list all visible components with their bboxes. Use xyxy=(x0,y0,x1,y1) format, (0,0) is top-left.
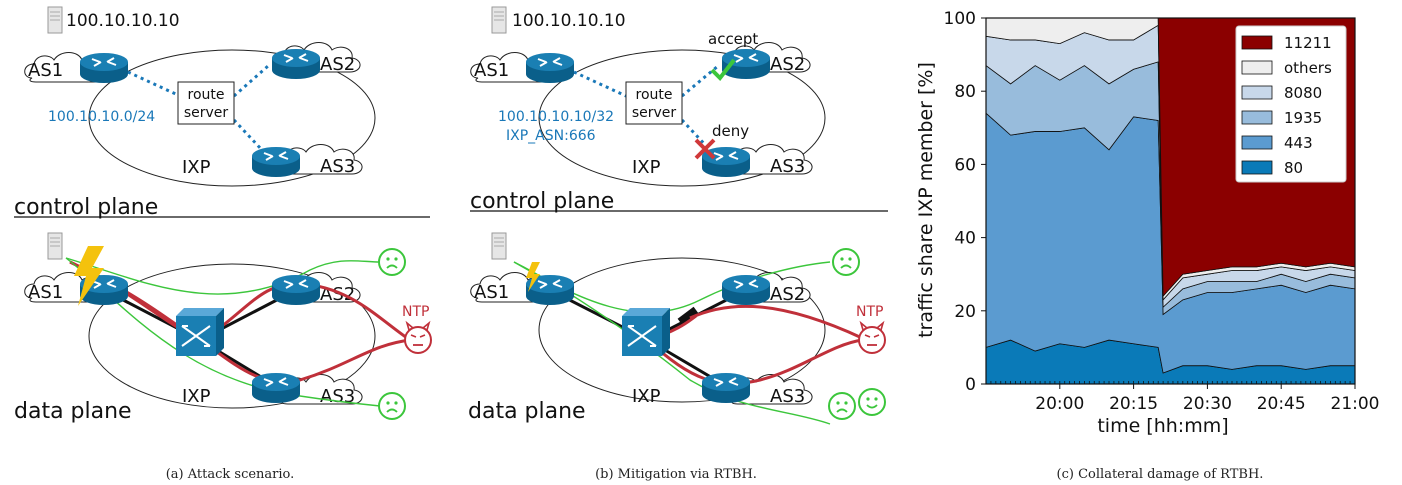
sad-face-icon xyxy=(828,392,856,420)
ixp-label: IXP xyxy=(182,157,211,178)
legend-swatch xyxy=(1241,110,1273,125)
switch-icon xyxy=(175,307,225,357)
legend-swatch xyxy=(1241,35,1273,50)
x-tick-label: 20:45 xyxy=(1257,394,1306,414)
ip-label: 100.10.10.10 xyxy=(66,11,180,31)
ip-label: 100.10.10.10 xyxy=(512,11,626,31)
community-label: IXP_ASN:666 xyxy=(506,128,596,144)
legend-label: 8080 xyxy=(1284,84,1322,102)
x-tick-label: 20:15 xyxy=(1109,394,1158,414)
as1-label: AS1 xyxy=(474,282,509,303)
server-icon xyxy=(491,232,507,260)
blackhole-bar-icon xyxy=(677,306,699,326)
control-plane-label: control plane xyxy=(470,189,614,214)
panel-a: 100.10.10.10 AS1 AS2 AS3 route server 10… xyxy=(14,6,432,482)
route-server-label: route xyxy=(636,87,673,103)
y-tick-label: 80 xyxy=(954,82,976,102)
route-server-label: server xyxy=(632,105,677,121)
devil-face-icon xyxy=(404,322,432,354)
legend-swatch xyxy=(1241,135,1273,150)
sad-face-icon xyxy=(378,392,406,420)
caption: (b) Mitigation via RTBH. xyxy=(595,467,757,482)
prefix-label: 100.10.10.10/32 xyxy=(498,109,614,125)
sad-face-icon xyxy=(378,248,406,276)
router-icon xyxy=(721,274,771,306)
legend-swatch xyxy=(1241,85,1273,100)
ntp-label: NTP xyxy=(402,304,429,320)
accept-label: accept xyxy=(708,30,758,48)
router-icon xyxy=(271,274,321,306)
sad-face-icon xyxy=(832,248,860,276)
as2-label: AS2 xyxy=(770,284,805,305)
route-server-label: server xyxy=(184,105,229,121)
legend-label: 1935 xyxy=(1284,109,1322,127)
legend-label: others xyxy=(1284,59,1332,77)
y-tick-label: 20 xyxy=(954,302,976,322)
prefix-label: 100.10.10.0/24 xyxy=(48,109,155,125)
route-server-label: route xyxy=(188,87,225,103)
deny-label: deny xyxy=(712,122,749,140)
lightning-icon xyxy=(74,246,104,306)
y-tick-label: 40 xyxy=(954,229,976,249)
server-icon xyxy=(47,232,63,260)
stacked-area-chart: 0 20 40 60 80 100 20:00 20:15 20:30 20:45 21:00 11… xyxy=(915,9,1380,482)
as3-label: AS3 xyxy=(770,156,805,177)
as3-label: AS3 xyxy=(320,386,355,407)
ntp-label: NTP xyxy=(856,304,883,320)
as2-label: AS2 xyxy=(320,54,355,75)
as1-label: AS1 xyxy=(28,60,63,81)
happy-face-icon xyxy=(858,388,886,416)
legend-label: 443 xyxy=(1284,134,1313,152)
caption: (c) Collateral damage of RTBH. xyxy=(1057,467,1264,482)
ixp-label: IXP xyxy=(182,386,211,407)
router-icon xyxy=(251,372,301,404)
devil-face-icon xyxy=(858,322,886,354)
caption: (a) Attack scenario. xyxy=(166,467,295,482)
check-icon xyxy=(710,58,736,82)
as3-label: AS3 xyxy=(320,156,355,177)
x-tick-label: 20:00 xyxy=(1035,394,1084,414)
legend-label: 80 xyxy=(1284,159,1303,177)
ixp-ellipse xyxy=(88,49,376,187)
plot-frame xyxy=(985,17,1356,385)
ixp-label: IXP xyxy=(632,157,661,178)
data-plane-label: data plane xyxy=(14,399,132,424)
x-axis-label: time [hh:mm] xyxy=(1097,415,1228,437)
legend-swatch xyxy=(1241,160,1273,175)
route-server-box xyxy=(177,81,235,125)
router-icon xyxy=(271,48,321,80)
ixp-label: IXP xyxy=(632,386,661,407)
switch-icon xyxy=(621,307,671,357)
as1-label: AS1 xyxy=(28,282,63,303)
router-icon xyxy=(701,372,751,404)
panel-b: 100.10.10.10 AS1 AS2 AS3 accept deny rou… xyxy=(468,6,888,482)
legend-label: 11211 xyxy=(1284,34,1332,52)
route-server-box xyxy=(625,81,683,125)
control-plane-label: control plane xyxy=(14,195,158,220)
as2-label: AS2 xyxy=(770,54,805,75)
router-icon xyxy=(79,52,129,84)
x-tick-label: 21:00 xyxy=(1331,394,1380,414)
router-icon xyxy=(525,52,575,84)
x-tick-label: 20:30 xyxy=(1183,394,1232,414)
as3-label: AS3 xyxy=(770,386,805,407)
data-plane-label: data plane xyxy=(468,399,586,424)
as1-label: AS1 xyxy=(474,60,509,81)
y-axis-label: traffic share IXP member [%] xyxy=(915,62,937,338)
y-tick-label: 100 xyxy=(944,9,976,29)
server-icon xyxy=(47,6,63,34)
cross-icon xyxy=(694,138,716,160)
y-tick-label: 60 xyxy=(954,155,976,175)
server-icon xyxy=(491,6,507,34)
lightning-icon xyxy=(526,262,540,292)
legend-swatch xyxy=(1241,60,1273,75)
y-tick-label: 0 xyxy=(965,375,976,395)
router-icon xyxy=(251,146,301,178)
